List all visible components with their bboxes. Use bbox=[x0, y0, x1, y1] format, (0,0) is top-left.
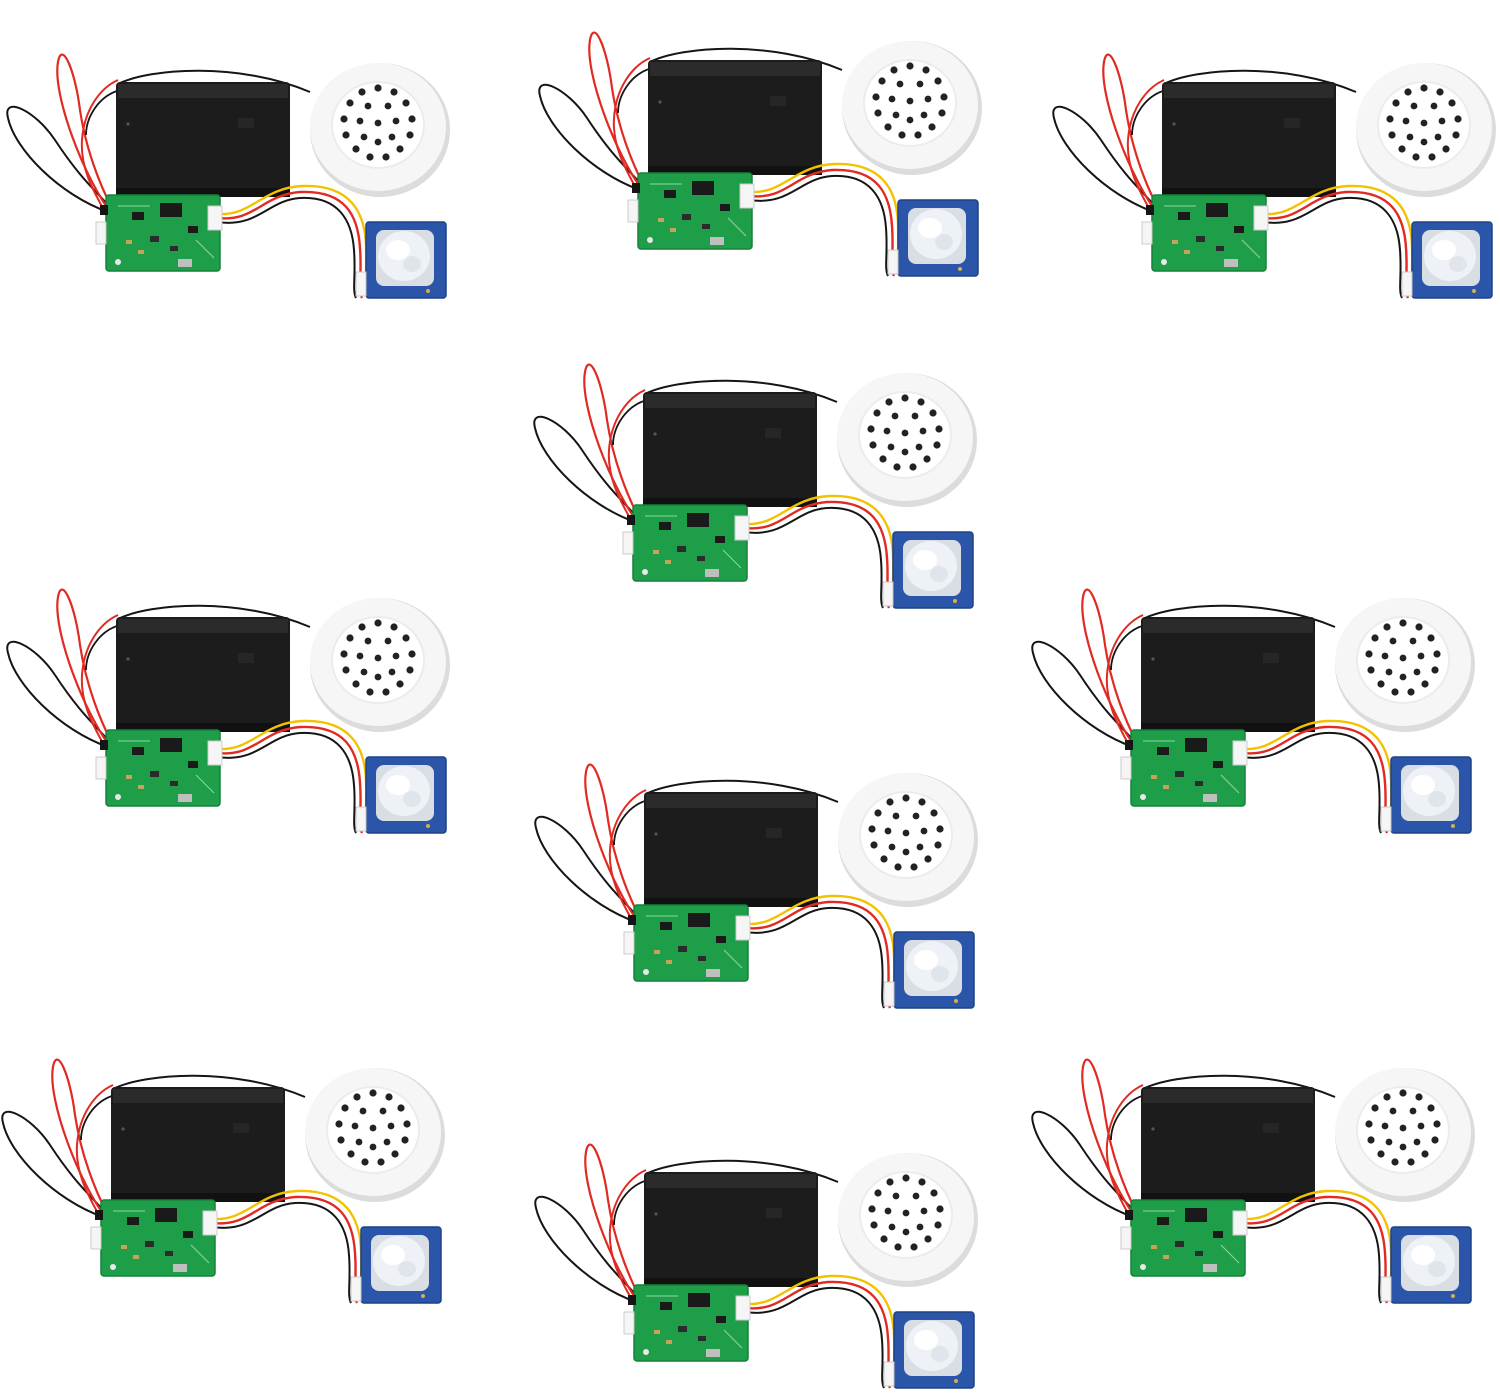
product-collage bbox=[1, 31, 1498, 1390]
